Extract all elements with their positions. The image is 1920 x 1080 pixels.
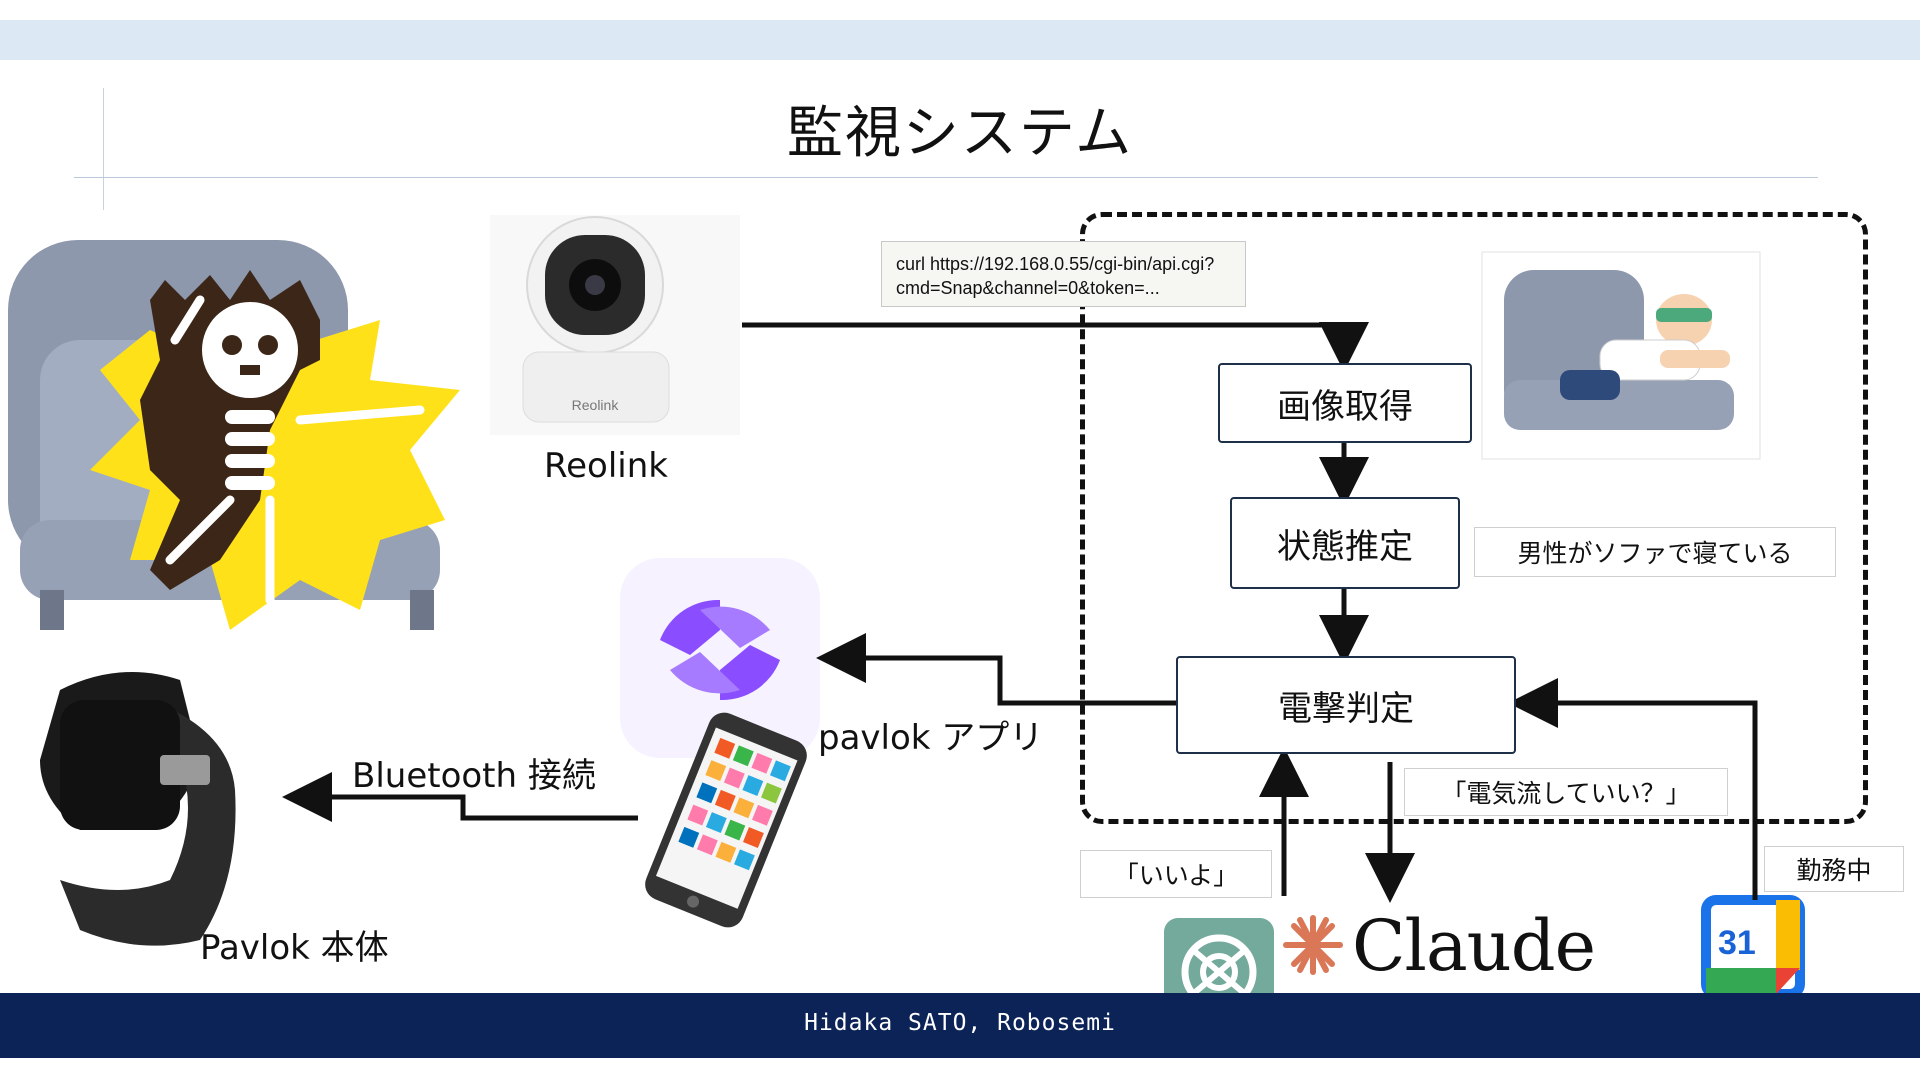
slide-title: 監視システム (786, 101, 1134, 166)
calendar-to-judge-arrow (1508, 678, 1758, 900)
top-band (0, 20, 1920, 60)
answer-note: 「いいよ」 (1080, 850, 1272, 898)
pavlok-app-icon (620, 558, 820, 758)
curl-line-1: curl https://192.168.0.55/cgi-bin/api.cg… (896, 254, 1215, 274)
camera-label: Reolink (544, 446, 668, 486)
footer-credit: Hidaka SATO, Robosemi (804, 1010, 1116, 1036)
bluetooth-label: Bluetooth 接続 (352, 756, 596, 796)
device-label: Pavlok 本体 (200, 928, 389, 968)
processing-boundary (1080, 212, 1868, 824)
pavlok-wristband-image (20, 660, 250, 960)
curl-line-2: cmd=Snap&channel=0&token=... (896, 278, 1160, 298)
smartphone-illustration (645, 712, 807, 928)
camera-brand-mark: Reolink (572, 397, 620, 413)
question-note: 「電気流していい？」 (1404, 768, 1728, 816)
step-shock-decision: 電撃判定 (1176, 656, 1516, 754)
state-result-note: 男性がソファで寝ている (1474, 527, 1836, 577)
reolink-camera-image (490, 215, 740, 435)
footer-bar (0, 993, 1920, 1058)
calendar-day-number: 31 (1718, 924, 1756, 962)
step-state-estimation: 状態推定 (1230, 497, 1460, 589)
app-label: pavlok アプリ (818, 718, 1044, 758)
calendar-status-note: 勤務中 (1764, 846, 1904, 892)
claude-asterisk-icon (1283, 915, 1343, 975)
sleeping-man-image (1481, 251, 1761, 460)
connectors (282, 322, 1758, 903)
judge-to-app-arrow (816, 633, 1178, 706)
title-divider-vertical (103, 88, 104, 210)
step-image-capture: 画像取得 (1218, 363, 1472, 443)
claude-logo-wordmark: Claude (1352, 905, 1596, 987)
camera-to-capture-arrow (742, 322, 1369, 372)
phone-to-wristband-arrow (282, 772, 638, 822)
shocked-sleeper-illustration (8, 240, 460, 630)
curl-command-note: curl https://192.168.0.55/cgi-bin/api.cg… (881, 241, 1246, 307)
title-divider-horizontal (74, 177, 1818, 178)
